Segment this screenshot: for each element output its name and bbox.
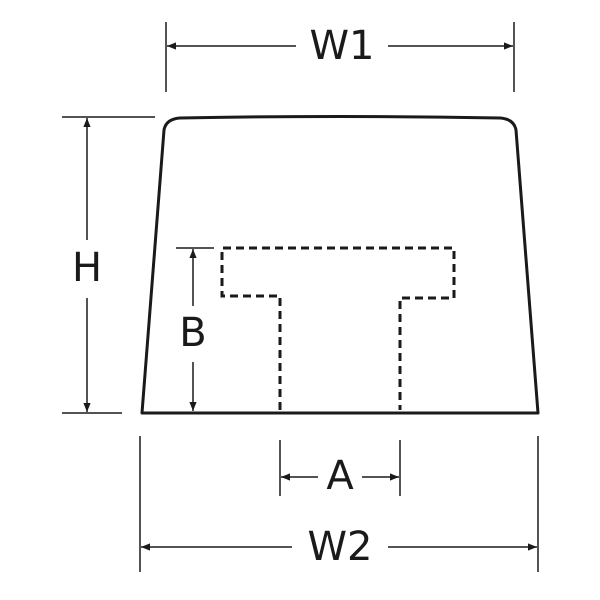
b-label: B bbox=[179, 310, 206, 356]
h-label: H bbox=[72, 245, 102, 291]
inner-cavity-dashed bbox=[220, 246, 456, 410]
w1-label: W1 bbox=[310, 23, 375, 69]
a-label: A bbox=[326, 453, 354, 499]
w2-label: W2 bbox=[308, 524, 373, 570]
stopper-body-outline bbox=[140, 115, 540, 415]
